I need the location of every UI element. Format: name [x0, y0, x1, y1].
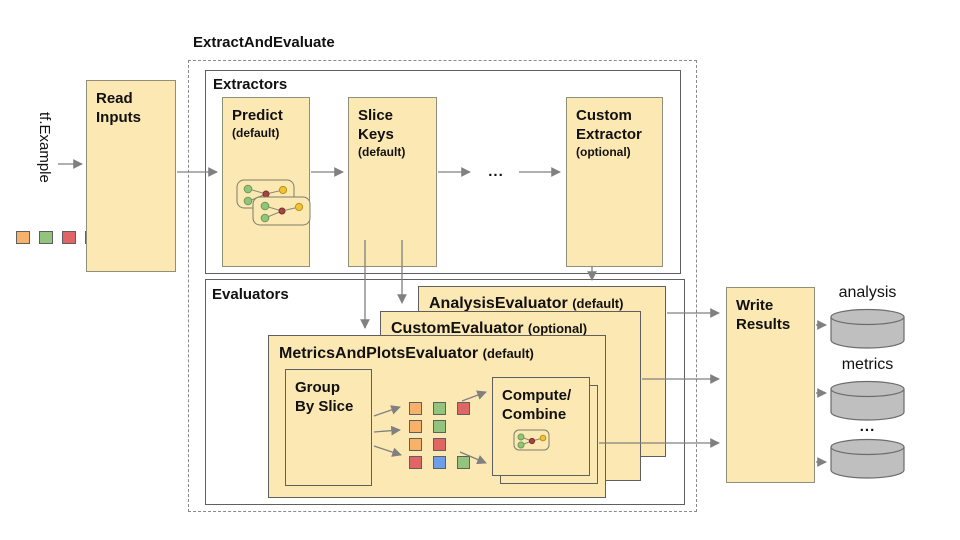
color-square — [433, 438, 446, 451]
combine-graph-icon — [513, 429, 550, 451]
extractors-label: Extractors — [213, 76, 288, 93]
analysis-evaluator-qualifier: (default) — [572, 296, 624, 311]
slice-keys-qualifier: (default) — [358, 145, 406, 159]
write-results-line2: Results — [736, 316, 791, 333]
color-square — [409, 438, 422, 451]
color-square-row — [409, 420, 470, 433]
custom-extractor-qualifier: (optional) — [576, 145, 631, 159]
color-square-row — [409, 402, 470, 415]
custom-evaluator-qualifier: (optional) — [527, 321, 588, 336]
color-square — [457, 456, 470, 469]
color-square — [433, 402, 446, 415]
color-square — [433, 456, 446, 469]
sliced-examples-grid — [409, 402, 470, 469]
group-by-slice-line1: Group — [295, 379, 340, 396]
color-square — [16, 231, 30, 244]
extract-and-evaluate-region — [188, 60, 697, 512]
slice-keys-title-line2: Keys — [358, 126, 394, 143]
metrics-and-plots-evaluator-qualifier: (default) — [482, 346, 534, 361]
analysis-database-icon — [830, 308, 905, 349]
model-graph-icon — [236, 179, 311, 226]
metrics-database-icon — [830, 380, 905, 421]
more-outputs-ellipsis: ... — [859, 418, 876, 435]
analysis-output-label: analysis — [838, 284, 897, 301]
color-square — [39, 231, 53, 244]
color-square — [409, 456, 422, 469]
extractor-chain-ellipsis: ... — [488, 163, 504, 180]
color-square — [409, 420, 422, 433]
color-square-row — [409, 438, 470, 451]
color-square — [433, 420, 446, 433]
diagram-title: ExtractAndEvaluate — [193, 34, 335, 51]
compute-combine-box: Compute/ Combine — [492, 377, 590, 476]
predict-qualifier: (default) — [232, 126, 280, 140]
compute-combine-line1: Compute/ — [502, 387, 572, 404]
read-inputs-label-line1: Read — [96, 90, 133, 107]
read-inputs-label-line2: Inputs — [96, 109, 141, 126]
compute-combine-line2: Combine — [502, 406, 567, 423]
group-by-slice-box: Group By Slice — [285, 369, 372, 486]
metrics-output-label: metrics — [841, 356, 894, 373]
metrics-and-plots-evaluator-title: MetricsAndPlotsEvaluator — [279, 345, 479, 362]
color-square — [62, 231, 76, 244]
slice-keys-extractor-box: Slice Keys (default) — [348, 97, 437, 267]
evaluators-label: Evaluators — [212, 286, 289, 303]
custom-extractor-title-line1: Custom — [576, 107, 632, 124]
predict-extractor-box: Predict (default) — [222, 97, 310, 267]
slice-keys-title-line1: Slice — [358, 107, 394, 124]
color-square — [409, 402, 422, 415]
write-results-box: Write Results — [726, 287, 815, 483]
write-results-line1: Write — [736, 297, 774, 314]
custom-evaluator-title: CustomEvaluator — [391, 320, 524, 337]
color-square — [457, 402, 470, 415]
custom-extractor-title-line2: Extractor — [576, 126, 642, 143]
group-by-slice-line2: By Slice — [295, 398, 354, 415]
read-inputs-box: Read Inputs — [86, 80, 176, 272]
more-database-icon — [830, 438, 905, 479]
color-square-row — [409, 456, 470, 469]
predict-title: Predict — [232, 107, 283, 124]
custom-extractor-box: Custom Extractor (optional) — [566, 97, 663, 267]
tf-example-label: tf.Example — [36, 112, 53, 183]
analysis-evaluator-title: AnalysisEvaluator — [429, 295, 568, 312]
